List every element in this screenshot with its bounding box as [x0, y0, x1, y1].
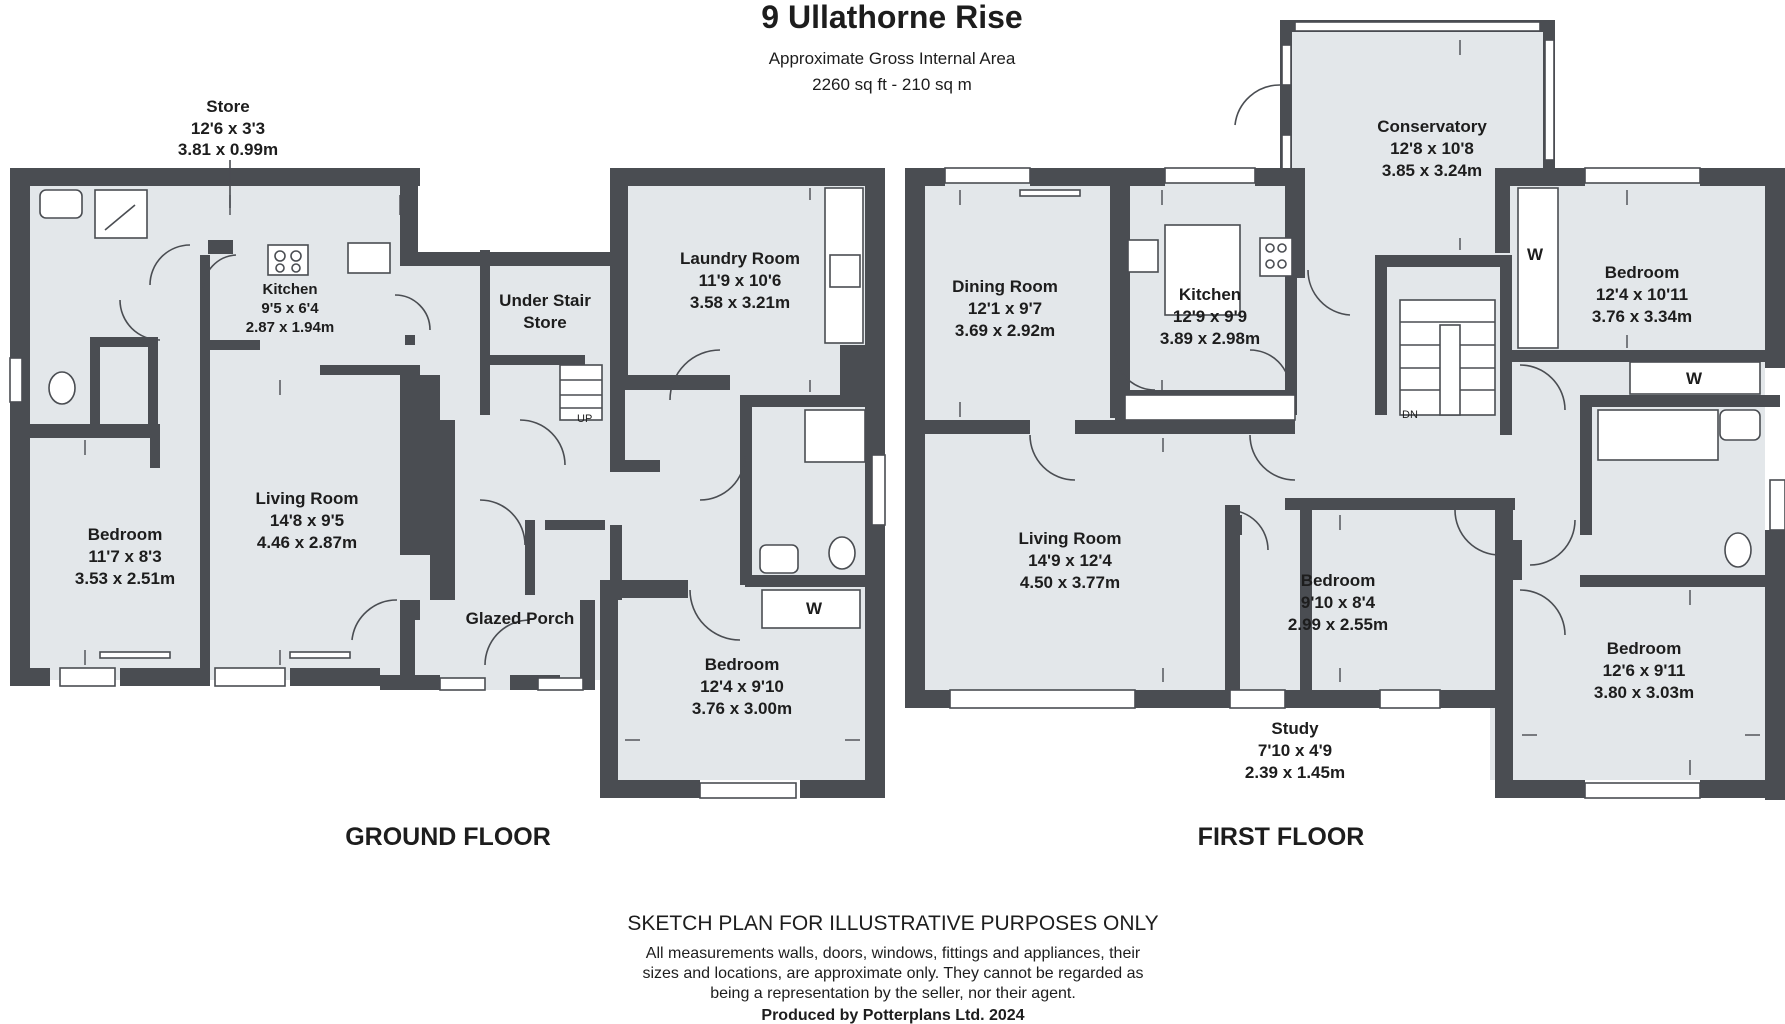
dining-room-label: Dining Room — [952, 277, 1058, 296]
basin-icon — [1719, 409, 1761, 441]
gf-bedroom2-metric: 3.76 x 3.00m — [692, 699, 792, 718]
dining-room-imperial: 12'1 x 9'7 — [968, 299, 1042, 318]
disclaimer-line-2: sizes and locations, are approximate onl… — [642, 965, 1143, 982]
ff-kitchen-imperial: 12'9 x 9'9 — [1173, 307, 1247, 326]
shower-tray-icon — [94, 189, 148, 239]
bath-icon — [1597, 409, 1719, 461]
laundry-room-label: Laundry Room — [680, 249, 800, 268]
gf-kitchen-imperial: 9'5 x 6'4 — [261, 300, 319, 317]
conservatory-label: Conservatory — [1377, 117, 1487, 136]
ff-bedroom2-imperial: 9'10 x 8'4 — [1301, 593, 1376, 612]
disclaimer-line-3: being a representation by the seller, no… — [710, 985, 1076, 1002]
gf-living-room-imperial: 14'8 x 9'5 — [270, 511, 344, 530]
laundry-room-imperial: 11'9 x 10'6 — [699, 271, 782, 290]
radiator-icon — [99, 651, 171, 659]
basin-icon — [39, 189, 83, 219]
study-imperial: 7'10 x 4'9 — [1258, 741, 1332, 760]
wardrobe-icon — [1629, 361, 1761, 395]
gf-living-room-label: Living Room — [256, 489, 359, 508]
ff-bedroom1-imperial: 12'4 x 10'11 — [1596, 285, 1688, 304]
ff-living-room-imperial: 14'9 x 12'4 — [1028, 551, 1112, 570]
staircase-icon — [559, 364, 603, 421]
under-stair-label-line2: Store — [523, 313, 566, 332]
basin-icon — [759, 544, 799, 574]
hob-icon — [267, 244, 309, 276]
stairs-down-mark: DN — [1402, 409, 1418, 421]
kitchen-sink-icon — [347, 242, 391, 274]
ff-bedroom3-imperial: 12'6 x 9'11 — [1603, 661, 1686, 680]
ground-floor-plan: Store 12'6 x 3'3 3.81 x 0.99m Kitchen 9'… — [9, 97, 886, 851]
ff-bedroom1-metric: 3.76 x 3.34m — [1592, 307, 1692, 326]
gf-wardrobe-mark: W — [806, 599, 823, 618]
ff-kitchen-metric: 3.89 x 2.98m — [1160, 329, 1260, 348]
area-caption: Approximate Gross Internal Area — [769, 49, 1016, 68]
wardrobe-icon — [761, 589, 861, 629]
gf-bedroom2-imperial: 12'4 x 9'10 — [700, 677, 784, 696]
kitchen-island-icon — [1164, 224, 1241, 316]
kitchen-worktop-icon — [1124, 394, 1296, 421]
disclaimer-heading: SKETCH PLAN FOR ILLUSTRATIVE PURPOSES ON… — [627, 912, 1158, 935]
conservatory-imperial: 12'8 x 10'8 — [1390, 139, 1474, 158]
ff-bedroom3-metric: 3.80 x 3.03m — [1594, 683, 1694, 702]
dining-room-metric: 3.69 x 2.92m — [955, 321, 1055, 340]
laundry-room-metric: 3.58 x 3.21m — [690, 293, 790, 312]
gf-kitchen-label: Kitchen — [262, 281, 317, 298]
laundry-sink-icon — [829, 254, 861, 288]
stairs-up-mark: UP — [577, 413, 592, 425]
under-stair-label-line1: Under Stair — [499, 291, 591, 310]
store-metric: 3.81 x 0.99m — [178, 140, 278, 159]
toilet-icon — [1724, 532, 1752, 568]
producer-credit: Produced by Potterplans Ltd. 2024 — [761, 1007, 1024, 1024]
gf-bedroom1-metric: 3.53 x 2.51m — [75, 569, 175, 588]
ff-living-room-metric: 4.50 x 3.77m — [1020, 573, 1120, 592]
conservatory-metric: 3.85 x 3.24m — [1382, 161, 1482, 180]
store-imperial: 12'6 x 3'3 — [191, 119, 265, 138]
kitchen-sink-icon — [1127, 239, 1159, 273]
toilet-icon — [48, 371, 76, 405]
ground-floor-title: GROUND FLOOR — [345, 823, 551, 851]
gf-bedroom1-label: Bedroom — [88, 525, 163, 544]
gf-living-room-metric: 4.46 x 2.87m — [257, 533, 357, 552]
ff-living-room-label: Living Room — [1019, 529, 1122, 548]
gf-bedroom1-imperial: 11'7 x 8'3 — [88, 547, 161, 566]
first-floor-plan: Conservatory 12'8 x 10'8 3.85 x 3.24m Di… — [905, 20, 1785, 851]
ff-wardrobe2-mark: W — [1686, 369, 1703, 388]
ff-kitchen-label: Kitchen — [1179, 285, 1241, 304]
radiator-icon — [289, 651, 351, 659]
toilet-icon — [828, 536, 856, 570]
property-title: 9 Ullathorne Rise — [761, 0, 1022, 35]
area-value: 2260 sq ft - 210 sq m — [812, 75, 972, 94]
ff-bedroom1-label: Bedroom — [1605, 263, 1680, 282]
gf-bedroom2-label: Bedroom — [705, 655, 780, 674]
ff-bedroom3-label: Bedroom — [1607, 639, 1682, 658]
hob-icon — [1259, 237, 1293, 277]
disclaimer-line-1: All measurements walls, doors, windows, … — [646, 945, 1141, 962]
gf-kitchen-metric: 2.87 x 1.94m — [246, 319, 334, 336]
glazed-porch-label: Glazed Porch — [466, 609, 575, 628]
wardrobe-icon — [1517, 187, 1559, 349]
ff-wardrobe1-mark: W — [1527, 245, 1544, 264]
study-metric: 2.39 x 1.45m — [1245, 763, 1345, 782]
first-floor-title: FIRST FLOOR — [1198, 823, 1365, 851]
ff-bedroom2-label: Bedroom — [1301, 571, 1376, 590]
shower-icon — [804, 409, 866, 463]
study-label: Study — [1271, 719, 1319, 738]
radiator-icon — [1019, 189, 1081, 197]
ff-bedroom2-metric: 2.99 x 2.55m — [1288, 615, 1388, 634]
store-label: Store — [206, 97, 249, 116]
